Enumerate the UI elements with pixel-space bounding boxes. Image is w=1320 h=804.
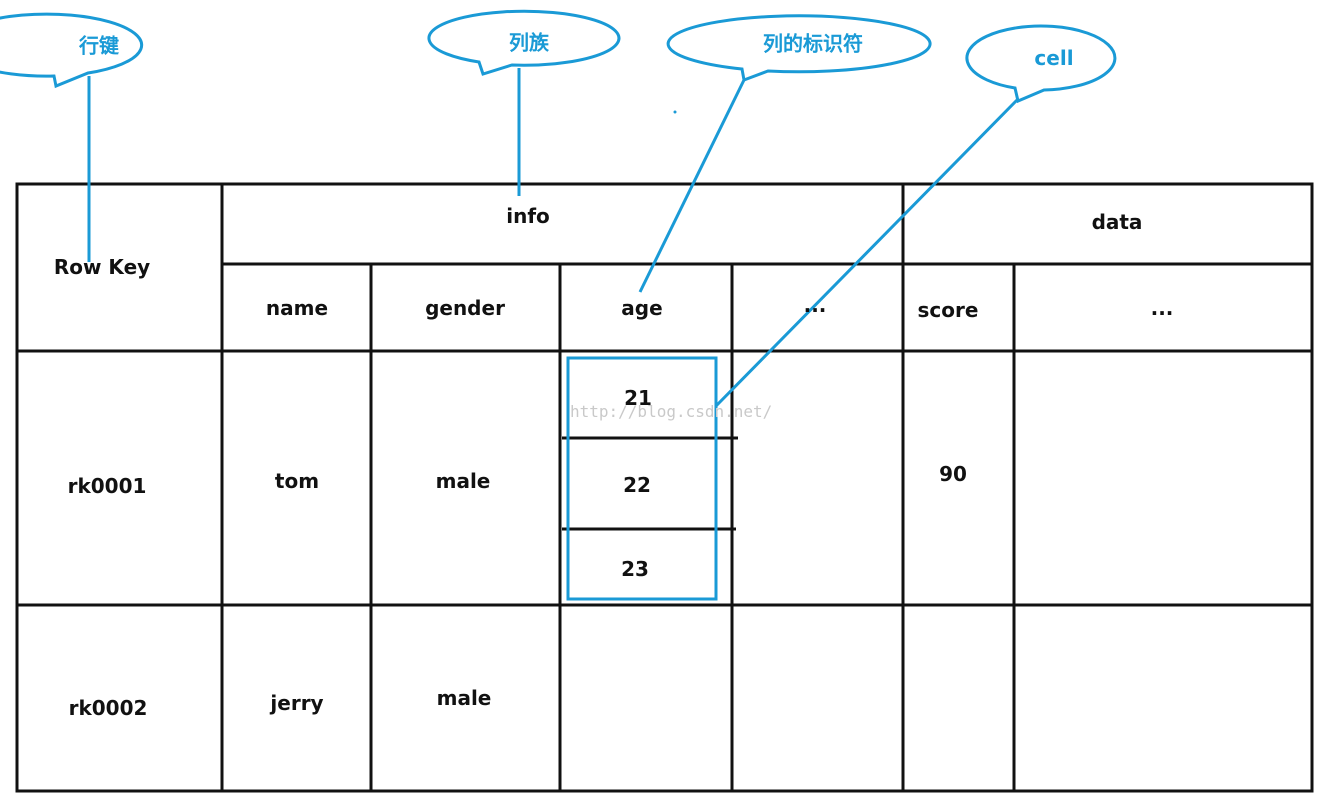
column-family-callout-label: 列族 (509, 30, 549, 55)
column-header-data-more: ... (1150, 296, 1174, 320)
row2-gender: male (436, 686, 492, 710)
column-header-gender: gender (425, 296, 505, 320)
column-qualifier-connector (638, 79, 746, 293)
row1-age-version-3: 23 (621, 557, 649, 581)
column-header-score: score (917, 298, 979, 322)
watermark: http://blog.csdn.net/ (570, 402, 773, 421)
family-data-header: data (1091, 210, 1143, 234)
column-qualifier-callout-label: 列的标识符 (763, 31, 863, 56)
column-header-name: name (265, 296, 329, 320)
cell-callout-label: cell (1034, 46, 1074, 70)
row1-age-version-2: 22 (623, 473, 651, 497)
row1-gender: male (435, 469, 491, 493)
row2-name: jerry (270, 691, 324, 715)
column-family-callout-bubble (427, 9, 621, 76)
row1-score: 90 (939, 462, 967, 486)
row1-age-version-1: 21 (624, 386, 652, 410)
cell-connector (714, 98, 1019, 408)
row-key-callout-label: 行键 (79, 33, 119, 58)
cell-highlight-box (566, 356, 718, 601)
row1-name: tom (274, 469, 320, 493)
table-grid (15, 182, 1314, 793)
cell-callout-bubble (965, 24, 1117, 104)
column-header-info-more: ... (803, 293, 827, 317)
row2-row-key: rk0002 (68, 696, 148, 720)
table-border (15, 182, 1314, 793)
row-key-header: Row Key (53, 255, 151, 279)
family-info-header: info (506, 204, 550, 228)
row-key-callout-bubble (0, 12, 144, 89)
row1-row-key: rk0001 (67, 474, 147, 498)
column-header-age: age (621, 296, 663, 320)
column-qualifier-callout-bubble (666, 14, 932, 83)
stray-dot (673, 110, 677, 114)
